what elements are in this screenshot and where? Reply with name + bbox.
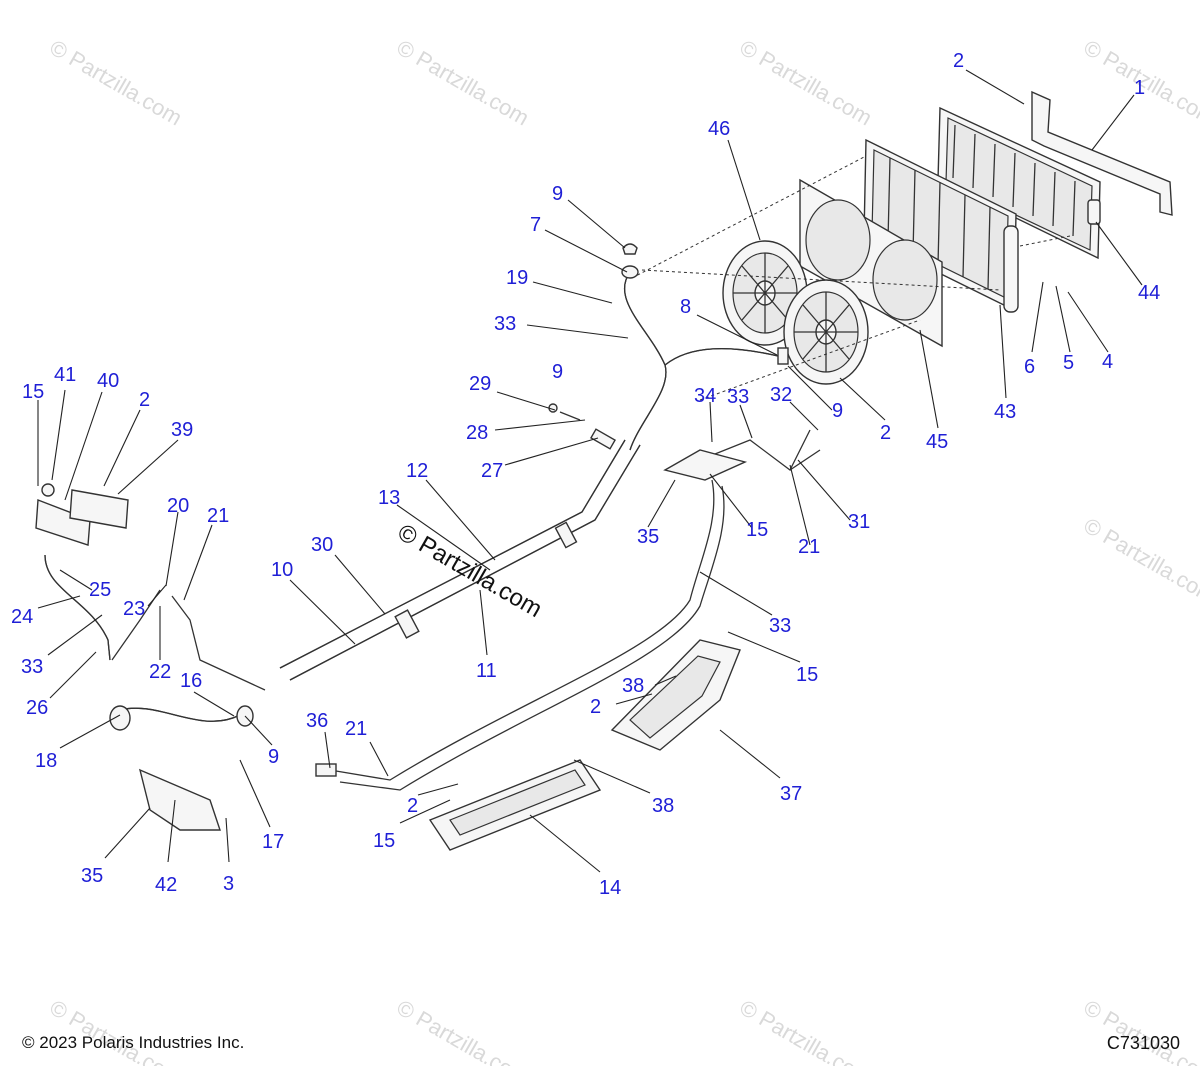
callout-21: 21 [798,536,820,558]
callout-25: 25 [89,579,111,601]
callout-21: 21 [345,718,367,740]
leader-lines [37,69,1143,873]
copyright-notice: © 2023 Polaris Industries Inc. [22,1033,245,1052]
callout-42: 42 [155,874,177,896]
callout-19: 19 [506,267,528,289]
callout-10: 10 [271,559,293,581]
part-return-tubes [315,479,725,791]
callout-6: 6 [1024,356,1035,378]
part-skid-plate-rear [610,639,741,751]
part-skid-plate-front [428,759,602,851]
watermark: © Partzilla.com [46,35,187,131]
callout-1: 1 [1134,77,1145,99]
part-coolant-tubes [279,439,641,681]
callout-12: 12 [406,460,428,482]
part-fan-shroud [799,178,943,348]
callout-17: 17 [262,831,284,853]
part-condenser [863,138,1019,313]
callout-29: 29 [469,373,491,395]
callout-40: 40 [97,370,119,392]
callout-44: 44 [1138,282,1160,304]
callout-21: 21 [207,505,229,527]
watermark: © Partzilla.com [393,35,534,131]
callout-22: 22 [149,661,171,683]
callout-34: 34 [694,385,716,407]
part-fan-2 [783,279,869,385]
part-lower-hose [109,705,254,731]
callout-35: 35 [637,526,659,548]
callout-2: 2 [407,795,418,817]
callout-39: 39 [171,419,193,441]
watermark: © Partzilla.com [393,995,534,1066]
callout-37: 37 [780,783,802,805]
callout-7: 7 [530,214,541,236]
callout-30: 30 [311,534,333,556]
watermark: © Partzilla.com [1080,995,1200,1066]
watermark: © Partzilla.com [46,995,187,1066]
callout-15: 15 [373,830,395,852]
callout-16: 16 [180,670,202,692]
callout-43: 43 [994,401,1016,423]
watermark: © Partzilla.com [736,995,877,1066]
callout-labels: 1 2 44 46 9 7 19 33 8 6 5 4 43 45 2 9 32… [11,50,1160,899]
callout-20: 20 [167,495,189,517]
callout-2: 2 [880,422,891,444]
callout-11: 11 [476,660,497,682]
callout-38: 38 [652,795,674,817]
callout-14: 14 [599,877,621,899]
part-reservoir [35,483,129,546]
watermark: © Partzilla.com [1080,513,1200,609]
callout-33: 33 [727,386,749,408]
callout-33: 33 [494,313,516,335]
callout-2: 2 [953,50,964,72]
callout-35: 35 [81,865,103,887]
callout-28: 28 [466,422,488,444]
callout-5: 5 [1063,352,1074,374]
callout-2: 2 [139,389,150,411]
callout-9: 9 [832,400,843,422]
part-radiator [937,106,1101,260]
callout-13: 13 [378,487,400,509]
callout-15: 15 [746,519,768,541]
callout-41: 41 [54,364,76,386]
diagram-code: C731030 [1106,1033,1180,1053]
callout-46: 46 [708,118,730,140]
callout-38: 38 [622,675,644,697]
callout-9: 9 [552,183,563,205]
callout-32: 32 [770,384,792,406]
callout-18: 18 [35,750,57,772]
callout-24: 24 [11,606,33,628]
callout-3: 3 [223,873,234,895]
callout-15: 15 [22,381,44,403]
callout-4: 4 [1102,351,1113,373]
callout-45: 45 [926,431,948,453]
callout-33: 33 [21,656,43,678]
callout-15: 15 [796,664,818,686]
callout-33: 33 [769,615,791,637]
part-bracket [1031,90,1173,216]
part-upper-hoses [621,243,789,451]
part-right-lines [663,429,821,481]
callout-8: 8 [680,296,691,318]
watermark: © Partzilla.com [736,35,877,131]
callout-9: 9 [552,361,563,383]
callout-31: 31 [848,511,870,533]
callout-2: 2 [590,696,601,718]
callout-36: 36 [306,710,328,732]
callout-27: 27 [481,460,503,482]
callout-23: 23 [123,598,145,620]
callout-26: 26 [26,697,48,719]
part-lower-bracket [138,768,221,831]
center-watermark: © Partzilla.com [393,519,547,623]
callout-9: 9 [268,746,279,768]
